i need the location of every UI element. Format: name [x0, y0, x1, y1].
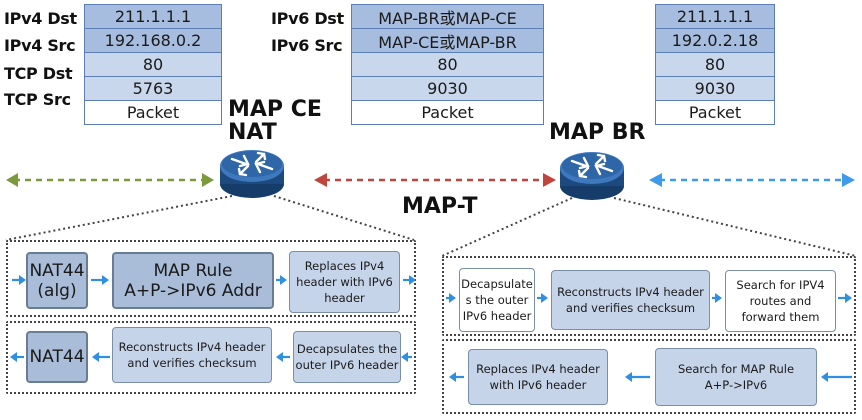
ce-router-icon [220, 150, 284, 198]
ce-processing-panel-top [6, 240, 416, 317]
mid-tcp-dst: 80 [351, 52, 544, 77]
left-packet: Packet [84, 100, 222, 125]
ipv6-dst-label: IPv6 Dst [271, 9, 344, 28]
ipv6-header-mid: MAP-BR或MAP-CE MAP-CE或MAP-BR 80 9030 Pack… [351, 4, 544, 125]
map-t-label: MAP-T [402, 194, 478, 219]
ipv4-header-left: 211.1.1.1 192.168.0.2 80 5763 Packet [84, 4, 222, 125]
br-processing-panel-bottom [442, 339, 856, 414]
br-replace-header-box: Replaces IPv4 header with IPv6 header [468, 349, 608, 405]
tcp-src-label: TCP Src [4, 90, 71, 109]
ce-decap-box: Decapsulates the outer IPv6 header [293, 331, 401, 383]
ce-replace-header-box: Replaces IPv4 header with IPv6 header [289, 251, 400, 313]
left-tcp-dst: 80 [84, 52, 222, 77]
mid-ipv6-dst: MAP-BR或MAP-CE [351, 4, 544, 29]
ipv4-link-arrow-right [649, 173, 855, 187]
mid-tcp-src: 9030 [351, 76, 544, 101]
tcp-dst-label: TCP Dst [4, 64, 73, 83]
left-tcp-src: 5763 [84, 76, 222, 101]
right-tcp-dst: 80 [655, 52, 775, 77]
mid-ipv6-src: MAP-CE或MAP-BR [351, 28, 544, 53]
right-packet: Packet [655, 100, 775, 125]
ce-processing-panel-bottom [6, 321, 416, 394]
nat-title: NAT [228, 120, 277, 145]
mid-packet: Packet [351, 100, 544, 125]
map-t-link-arrow [314, 173, 556, 187]
br-processing-panel-top [442, 256, 856, 336]
ipv4-header-right: 211.1.1.1 192.0.2.18 80 9030 Packet [655, 4, 775, 125]
ce-nat44-alg-box: NAT44 (alg) [26, 252, 88, 309]
ce-reconstruct-box: Reconstructs IPv4 header and verifies ch… [112, 327, 272, 383]
map-br-title: MAP BR [549, 120, 646, 145]
ipv4-dst-label: IPv4 Dst [4, 9, 77, 28]
br-router-icon [560, 152, 624, 200]
ipv4-link-arrow-left [6, 173, 214, 187]
map-ce-title: MAP CE [228, 97, 322, 122]
br-search-map-rule-box: Search for MAP Rule A+P->IPv6 [655, 348, 817, 406]
ipv6-src-label: IPv6 Src [271, 36, 343, 55]
right-ipv4-dst: 211.1.1.1 [655, 4, 775, 29]
ce-nat44-box: NAT44 [26, 331, 88, 383]
ipv4-src-label: IPv4 Src [4, 36, 76, 55]
br-decap-box: Decapsulate s the outer IPv6 header [459, 268, 535, 332]
br-search-routes-box: Search for IPV4 routes and forward them [725, 270, 836, 332]
ce-map-rule-box: MAP Rule A+P->IPv6 Addr [112, 252, 274, 309]
br-reconstruct-box: Reconstructs IPv4 header and verifies ch… [551, 270, 710, 330]
left-ipv4-src: 192.168.0.2 [84, 28, 222, 53]
right-ipv4-src: 192.0.2.18 [655, 28, 775, 53]
